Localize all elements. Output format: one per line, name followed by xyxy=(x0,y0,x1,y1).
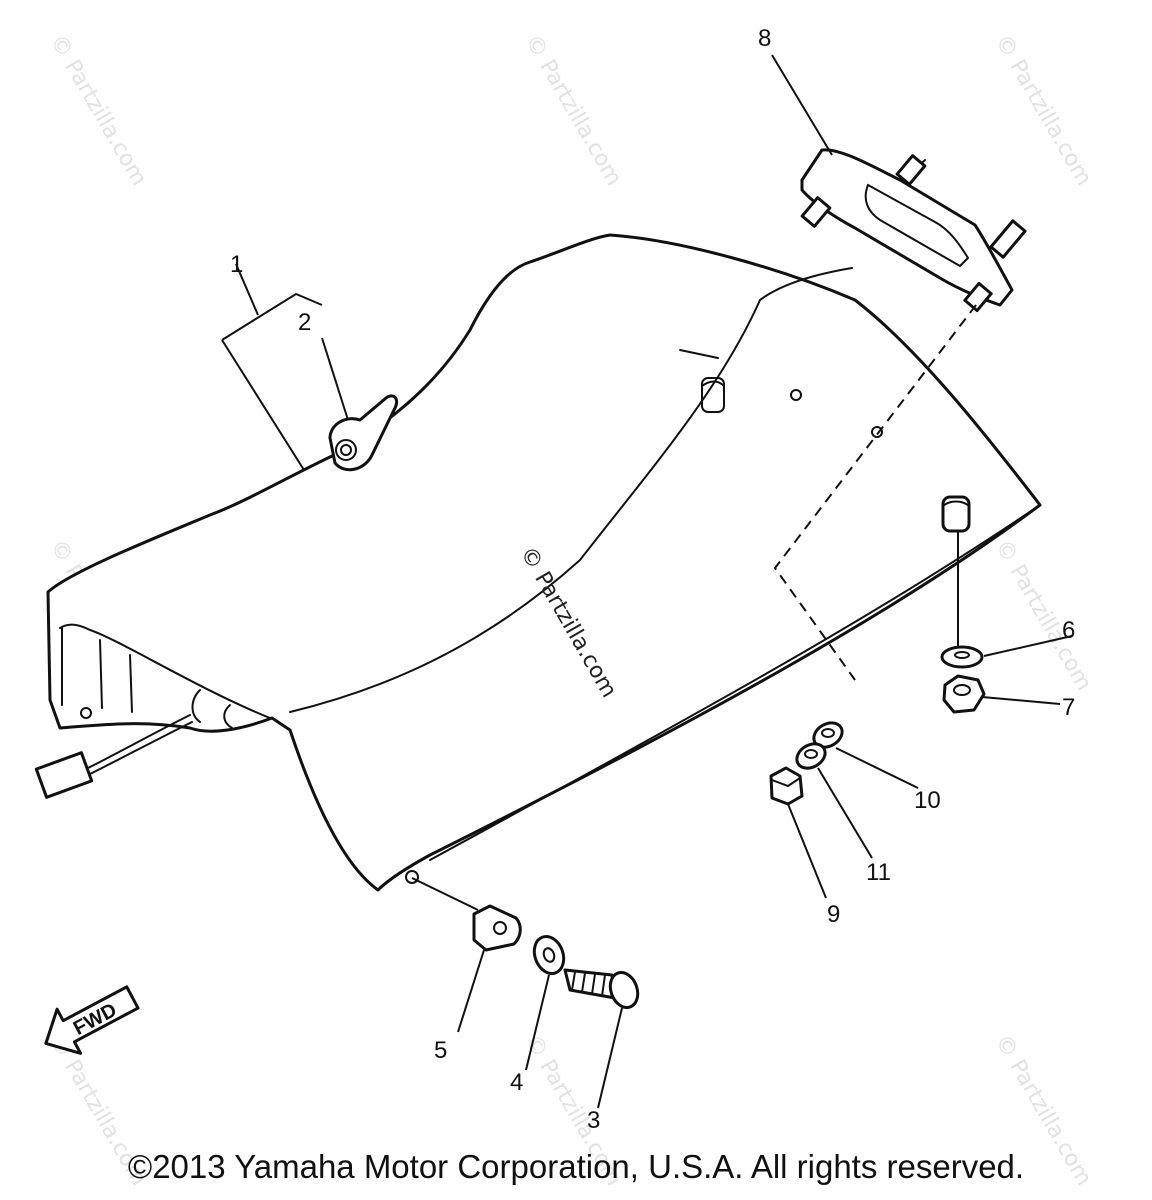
watermark: © Partzilla.com xyxy=(45,31,152,191)
collar-5 xyxy=(472,904,522,952)
callout-1: 1 xyxy=(230,251,243,278)
assembly-path-line xyxy=(411,877,479,911)
callout-7: 7 xyxy=(1062,694,1075,721)
callout-4: 4 xyxy=(510,1069,523,1096)
washer-10 xyxy=(812,721,844,749)
seat-lock-hook xyxy=(328,394,399,472)
callout-11: 11 xyxy=(866,859,891,886)
damper-pin xyxy=(941,495,971,533)
callout-5: 5 xyxy=(434,1037,447,1064)
wire-connector-icon xyxy=(34,751,94,799)
leader-lines xyxy=(221,54,1073,1109)
washer-11 xyxy=(795,742,827,770)
callout-2: 2 xyxy=(298,309,311,336)
callout-8: 8 xyxy=(758,25,771,52)
bolt-3 xyxy=(563,968,640,1009)
callout-9: 9 xyxy=(827,901,840,928)
washer-4 xyxy=(532,935,566,975)
callout-3: 3 xyxy=(587,1107,600,1134)
seat-bracket xyxy=(800,148,1027,313)
callout-labels: 1 2 3 4 5 6 7 8 9 10 11 xyxy=(230,25,1075,1134)
copyright-footer: ©2013 Yamaha Motor Corporation, U.S.A. A… xyxy=(127,1148,1025,1185)
watermark: © Partzilla.com xyxy=(520,31,627,191)
watermark: © Partzilla.com xyxy=(990,31,1097,191)
callout-6: 6 xyxy=(1062,617,1075,644)
nut-9 xyxy=(769,766,804,806)
callout-10: 10 xyxy=(914,787,941,814)
nut-7 xyxy=(942,674,986,714)
watermark: © Partzilla.com xyxy=(990,536,1097,696)
washer-6 xyxy=(940,645,984,669)
assembly-path-line xyxy=(773,304,977,681)
